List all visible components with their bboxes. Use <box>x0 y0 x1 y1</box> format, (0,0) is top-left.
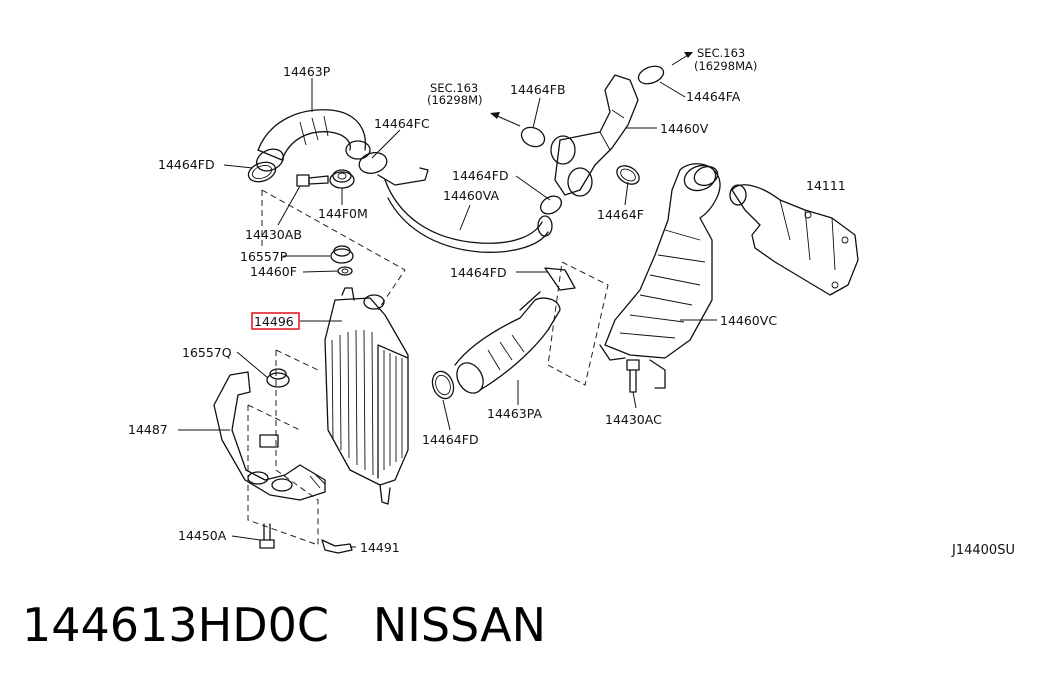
label-14491: 14491 <box>360 540 400 555</box>
hose-14463P <box>255 109 388 174</box>
caption: 144613HD0C NISSAN <box>22 598 546 652</box>
label-14463PA: 14463PA <box>487 406 543 421</box>
nut-144F0M <box>329 169 355 189</box>
pipe-14460V <box>520 65 665 197</box>
label-14464FA: 14464FA <box>686 89 741 104</box>
duct-14111 <box>729 184 859 296</box>
label-16557Q: 16557Q <box>182 345 232 360</box>
highlight-box-14496 <box>251 312 300 330</box>
label-14464FB: 14464FB <box>510 82 566 97</box>
clamp-14464FD-top <box>247 161 277 183</box>
label-14430AB: 14430AB <box>245 227 302 242</box>
pipe-14460VA <box>377 167 562 253</box>
intercooler-14496 <box>324 287 409 505</box>
pipe-14460VC <box>599 163 721 361</box>
arrow-sec163-right <box>671 52 693 66</box>
washer-14460F <box>337 266 353 276</box>
label-sec163-right-sub: (16298MA) <box>694 59 757 73</box>
label-14460V: 14460V <box>660 121 709 136</box>
label-14463P: 14463P <box>283 64 331 79</box>
leader-lines <box>178 78 717 548</box>
label-14464FC: 14464FC <box>374 116 430 131</box>
label-16557P: 16557P <box>240 249 288 264</box>
label-144F0M: 144F0M <box>318 206 368 221</box>
label-14464FD-mid: 14464FD <box>452 168 509 183</box>
label-14464FD-bottom: 14464FD <box>422 432 479 447</box>
label-14430AC: 14430AC <box>605 412 662 427</box>
label-14460VC: 14460VC <box>720 313 777 328</box>
label-14464FD-right: 14464FD <box>450 265 507 280</box>
label-14464FD-top: 14464FD <box>158 157 215 172</box>
grommet-16557Q <box>266 368 290 388</box>
brand-name: NISSAN <box>372 598 546 652</box>
bolt-14450A <box>259 523 275 549</box>
hose-14463PA <box>454 267 576 394</box>
arrow-sec163-left <box>490 112 521 127</box>
label-sec163-left-sub: (16298M) <box>427 93 482 107</box>
label-14460VA: 14460VA <box>443 188 500 203</box>
bolt-14430AC <box>626 359 666 393</box>
part-number: 144613HD0C <box>22 598 329 652</box>
label-14450A: 14450A <box>178 528 227 543</box>
label-sec163-left: SEC.163 <box>430 81 478 95</box>
bracket-14487 <box>213 371 326 501</box>
label-sec163-right: SEC.163 <box>697 46 745 60</box>
assembly-outlines <box>247 189 609 546</box>
label-14111: 14111 <box>806 178 846 193</box>
clamp-14464FD-bottom <box>431 370 455 400</box>
bolt-14430AB <box>296 174 329 187</box>
label-14496: 14496 <box>254 314 294 329</box>
label-14464F: 14464F <box>597 207 644 222</box>
diagram-code: J14400SU <box>952 543 1015 558</box>
label-14487: 14487 <box>128 422 168 437</box>
caption-gap <box>329 598 373 652</box>
label-14460F: 14460F <box>250 264 297 279</box>
grommet-16557P <box>330 245 354 264</box>
clip-14491 <box>321 539 353 554</box>
